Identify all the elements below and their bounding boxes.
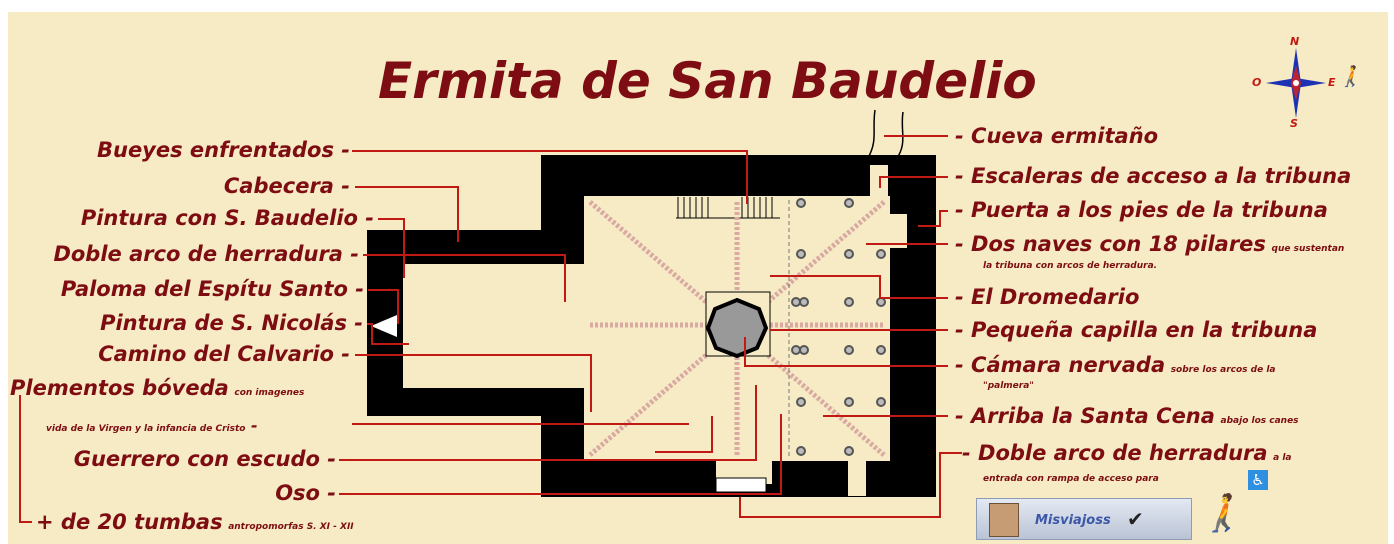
label-pintura-baudelio: Pintura con S. Baudelio - bbox=[80, 206, 374, 230]
compass-rose bbox=[1266, 48, 1326, 118]
bottom-opening bbox=[848, 460, 866, 496]
logo-text: Misviajoss bbox=[1035, 513, 1111, 528]
label-entrada: entrada con rampa de acceso para bbox=[983, 474, 1159, 484]
avatar bbox=[989, 503, 1019, 537]
compass-n: N bbox=[1290, 35, 1300, 48]
label-pintura-nicolas: Pintura de S. Nicolás - bbox=[100, 311, 363, 335]
pillars bbox=[791, 198, 886, 456]
label-camino: Camino del Calvario - bbox=[98, 342, 350, 366]
label-cueva: - Cueva ermitaño bbox=[955, 124, 1159, 148]
label-camara: - Cámara nervada sobre los arcos de la bbox=[955, 353, 1276, 377]
compass-s: S bbox=[1290, 117, 1298, 130]
label-dos-naves: - Dos naves con 18 pilares que sustentan bbox=[955, 232, 1345, 256]
label-capilla: - Pequeña capilla en la tribuna bbox=[955, 318, 1318, 342]
label-guerrero: Guerrero con escudo - bbox=[73, 447, 336, 471]
label-paloma: Paloma del Espítu Santo - bbox=[60, 277, 364, 301]
label-tribuna-arcos: la tribuna con arcos de herradura. bbox=[983, 261, 1158, 271]
label-oso: Oso - bbox=[275, 481, 336, 505]
bird-icon: ✔ bbox=[1127, 507, 1144, 531]
label-escaleras: - Escaleras de acceso a la tribuna bbox=[955, 164, 1352, 188]
label-plementos: Plementos bóveda con imagenes bbox=[10, 376, 305, 400]
label-puerta: - Puerta a los pies de la tribuna bbox=[955, 198, 1328, 222]
apse-interior bbox=[403, 264, 548, 388]
label-cabecera: Cabecera - bbox=[223, 174, 350, 198]
label-vida-virgen: vida de la Virgen y la infancia de Crist… bbox=[46, 416, 258, 435]
label-doble-arco: Doble arco de herradura - bbox=[53, 242, 359, 266]
label-doble-arco-entrada: - Doble arco de herradura a la bbox=[962, 441, 1292, 465]
label-tumbas: + de 20 tumbas antropomorfas S. XI - XII bbox=[36, 510, 354, 534]
hiker-icon: 🚶 bbox=[1338, 64, 1363, 88]
walker-icon: 🚶 bbox=[1200, 493, 1245, 534]
wheelchair-icon: ♿ bbox=[1248, 470, 1268, 490]
compass-o: O bbox=[1252, 76, 1262, 89]
misviajoss-logo[interactable]: Misviajoss ✔ bbox=[976, 498, 1192, 540]
label-dromedario: - El Dromedario bbox=[955, 285, 1140, 309]
stairs bbox=[676, 197, 780, 219]
label-santa-cena: - Arriba la Santa Cena abajo los canes bbox=[955, 404, 1299, 428]
door-opening bbox=[885, 214, 907, 248]
dove-triangle bbox=[371, 315, 397, 337]
label-bueyes: Bueyes enfrentados - bbox=[96, 138, 350, 162]
compass-e: E bbox=[1328, 76, 1336, 89]
page-title: Ermita de San Baudelio bbox=[378, 52, 1037, 110]
label-palmera: "palmera" bbox=[983, 381, 1034, 391]
leader-lines bbox=[19, 135, 962, 523]
central-column bbox=[705, 291, 771, 359]
